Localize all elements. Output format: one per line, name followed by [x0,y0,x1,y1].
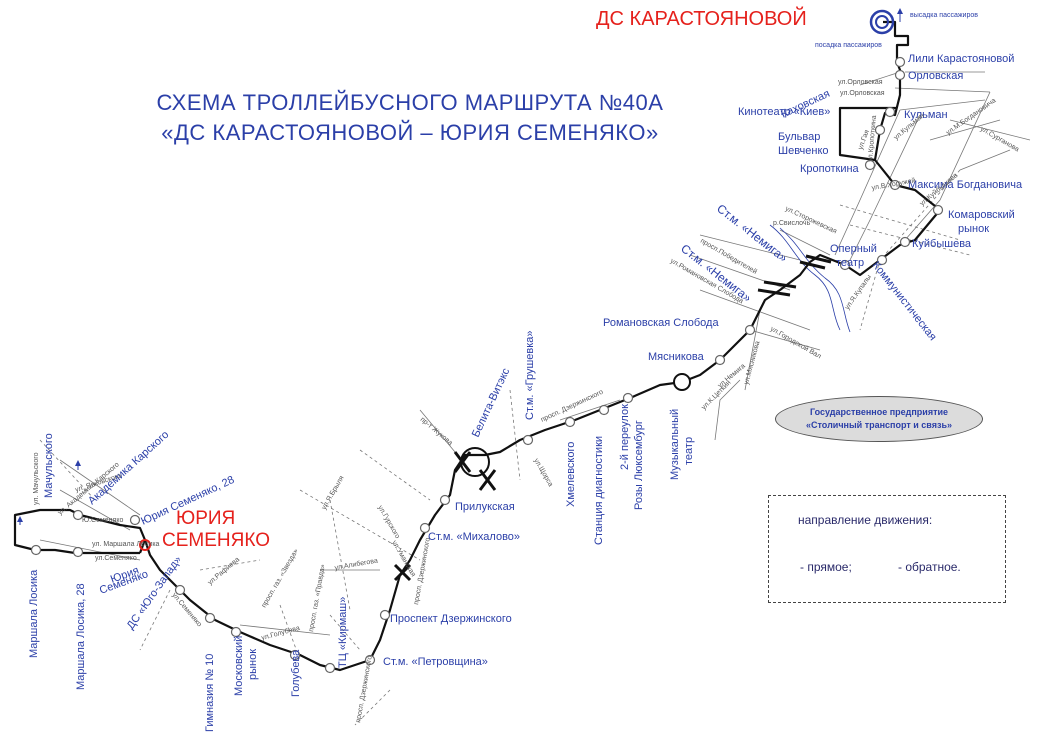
stop-label: Московский [233,636,245,696]
stop-label: Мачульского [43,433,55,498]
stop-label: театр [836,257,864,269]
terminal-north-label: ДС КАРАСТОЯНОВОЙ [596,8,807,30]
street-label: ул.Семеняко [95,555,137,562]
terminal-north [869,9,895,35]
stop-label: Белита-Витэкс [470,366,513,439]
map-title: СХЕМА ТРОЛЛЕЙБУСНОГО МАРШРУТА №40А [156,90,664,115]
stop-label: Голубева [290,649,302,697]
map-subtitle: «ДС КАРАСТОЯНОВОЙ – ЮРИЯ СЕМЕНЯКО» [161,120,659,145]
stop-label: Романовская Слобода [603,317,719,329]
interchange-crosses [393,451,497,582]
stop-label: Куйбышева [912,238,972,250]
stop-label: театр [683,437,695,465]
organization-badge: Государственное предприятие «Столичный т… [775,396,983,442]
stop-label: Лили Карастояновой [908,53,1014,65]
terminal-south-label-line2: СЕМЕНЯКО [162,530,270,551]
organization-line2: «Столичный транспорт и связь» [806,420,952,430]
terminal-south [139,539,151,551]
stop-label: Орловская [908,70,963,82]
street-label: ул.Я.Купалы [844,274,873,311]
street-label: ул. Мачульского [33,452,40,505]
legend [768,495,1006,603]
nemiga-underpass [757,254,832,297]
stop-label: Станция диагностики [593,436,605,545]
street-label: просп. газ. «Звезда» [261,548,300,609]
stop-label: Ст.м. «Грушевка» [524,330,536,420]
stop-label: Хмелевского [565,442,577,507]
street-label: ул.Я.Брыля [321,475,346,511]
street-label: посадка пассажиров [815,42,882,49]
stop-label: Кинотеатр «Киев» [738,106,830,118]
street-label: ул.Мясникова [743,340,761,385]
street-label: ул.Щорса [532,458,554,489]
street-label: ул.Орловская [840,90,885,97]
route-line [13,20,942,672]
stop-label: 2-й переулок [619,404,631,470]
street-label: ул.Городской Вал [769,325,823,361]
street-label: просп. газ. «Правда» [308,564,327,633]
legend-reverse-label: - обратное. [898,560,961,574]
stop-label: Коммунистическая [870,259,939,343]
stop-label: Бульвар [778,131,820,143]
stop-markers [30,56,944,674]
street-label: пр-т Жукова [419,416,454,447]
stop-label: Розы Люксембург [633,420,645,510]
street-label: ул.Гурского [376,505,401,540]
stop-label: Прилукская [455,501,515,513]
street-label: высадка пассажиров [910,12,978,19]
stop-label: Комаровский [948,209,1015,221]
stop-label: рынок [958,223,989,235]
street-label: ул.Голубева [260,624,300,642]
stop-label: Гимназия № 10 [204,654,216,732]
terminal-south-label-line1: ЮРИЯ [176,508,236,529]
stop-label: Музыкальный [669,409,681,480]
street-label: ул.Сурганова [979,126,1020,154]
street-label: ул.Кропоткина [867,115,878,162]
stop-label: Проспект Дзержинского [390,613,512,625]
stop-label: рынок [247,649,259,680]
street-label: Ю.Семеняко [82,517,123,524]
street-label: ул.Орловская [838,79,883,86]
stop-label: Академика Карского [86,429,171,508]
street-label: ул. Маршала Лосика [92,541,160,548]
legend-forward-label: - прямое; [800,560,852,574]
legend-title: направление движения: [798,513,933,527]
stop-label: ТЦ «Кирмаш» [337,597,349,668]
stop-label: Оперный [830,243,877,255]
stop-label: Шевченко [778,145,829,157]
street-label: р.Свислочь [773,220,811,227]
stop-label: Ст.м. «Михалово» [428,531,520,543]
street-label: ул.Рафиева [207,556,241,586]
stop-label: Максима Богдановича [908,179,1023,191]
street-label: просп. Дзержинского [355,655,374,723]
stop-label: Кропоткина [800,163,860,175]
stop-label: Ст.м. «Петровщина» [383,656,488,668]
stop-label: Маршала Лосика, 28 [75,583,87,690]
direction-arrows [17,8,903,525]
stop-label: Маршала Лосика [28,569,40,658]
stop-label: Кульман [904,109,948,121]
river [769,224,851,333]
organization-line1: Государственное предприятие [809,407,949,417]
stop-label: Мясникова [648,351,705,363]
